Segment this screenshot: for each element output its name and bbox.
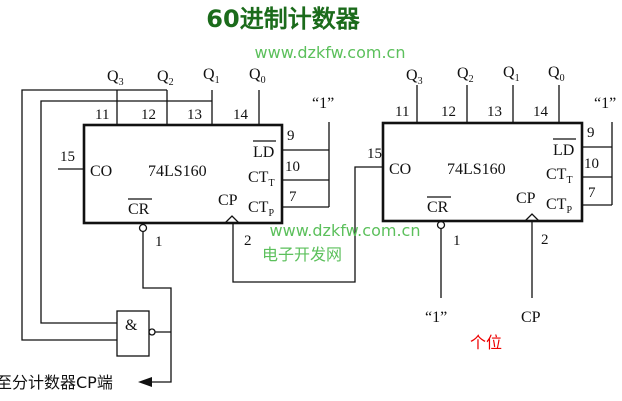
chip-box — [82, 123, 284, 225]
watermark-site: 电子开发网 — [262, 245, 342, 264]
nand-symbol: & — [125, 317, 138, 334]
cp-label: CP — [218, 192, 238, 209]
pin-13: 13 — [487, 104, 502, 120]
inverter-bubble — [138, 223, 148, 233]
pin-9: 9 — [287, 128, 295, 144]
pin-15: 15 — [60, 149, 75, 165]
co-label: CO — [90, 163, 112, 180]
pin-7: 7 — [588, 185, 596, 201]
feedback-q2-wire — [21, 89, 167, 341]
pin-7: 7 — [289, 189, 297, 205]
nand-bubble — [148, 328, 156, 336]
q3-label: Q3 — [107, 68, 124, 88]
clock-triangle-icon — [224, 215, 240, 224]
pin-2: 2 — [244, 233, 252, 249]
arrow-left-icon — [138, 377, 152, 387]
inverter-bubble — [436, 220, 446, 230]
pin-14: 14 — [533, 104, 549, 120]
external-cp-label: CP — [521, 309, 541, 326]
pin-13: 13 — [187, 107, 202, 123]
clock-triangle-icon — [524, 213, 540, 222]
pin-11: 11 — [95, 107, 109, 123]
diagram-title: 60进制计数器 — [206, 5, 360, 33]
co-label: CO — [389, 161, 411, 178]
ld-label: LD — [253, 144, 274, 161]
pin-9: 9 — [587, 125, 595, 141]
chip-name: 74LS160 — [447, 161, 506, 178]
q2-label: Q2 — [157, 68, 174, 88]
pin-2: 2 — [541, 232, 549, 248]
units-label: 个位 — [470, 333, 502, 352]
to-minute-counter-label: 至分计数器CP端 — [0, 373, 113, 392]
pin-14: 14 — [233, 107, 249, 123]
q1-label: Q1 — [203, 66, 220, 86]
chip-units: 74LS160 CO LD CTT CTP CR CP Q3 Q2 Q1 Q0 … — [367, 64, 616, 352]
chip-name: 74LS160 — [148, 163, 207, 180]
ctt-label: CTT — [546, 166, 573, 186]
pin-10: 10 — [285, 159, 300, 175]
pin-11: 11 — [395, 104, 409, 120]
watermark-url: www.dzkfw.com.cn — [255, 43, 406, 62]
cr-logic-high-label: “1” — [425, 309, 447, 326]
pin-1: 1 — [453, 233, 461, 249]
pin-15: 15 — [367, 146, 382, 162]
chip-box — [381, 121, 584, 223]
carry-wire — [232, 166, 382, 283]
logic-high-label: “1” — [312, 95, 334, 112]
pin-12: 12 — [141, 107, 156, 123]
q2-label: Q2 — [457, 65, 474, 85]
cr-label: CR — [427, 199, 449, 216]
ctp-label: CTP — [546, 196, 572, 216]
feedback-q1-wire — [40, 100, 212, 324]
q0-label: Q0 — [249, 66, 266, 86]
ctt-label: CTT — [248, 169, 275, 189]
pin-10: 10 — [584, 156, 599, 172]
watermark-url-2: www.dzkfw.com.cn — [270, 221, 421, 240]
q0-label: Q0 — [548, 64, 565, 84]
q1-label: Q1 — [503, 64, 520, 84]
reset-wire — [142, 232, 172, 383]
cr-label: CR — [128, 201, 150, 218]
cp-label: CP — [516, 190, 536, 207]
pin-1: 1 — [155, 234, 163, 250]
ctp-label: CTP — [248, 199, 274, 219]
chip-tens: 74LS160 CO LD CTT CTP CR CP Q3 Q2 Q1 Q0 … — [58, 66, 334, 250]
pin-12: 12 — [441, 104, 456, 120]
logic-high-label: “1” — [594, 95, 616, 112]
q3-label: Q3 — [406, 67, 423, 87]
ld-label: LD — [553, 142, 574, 159]
